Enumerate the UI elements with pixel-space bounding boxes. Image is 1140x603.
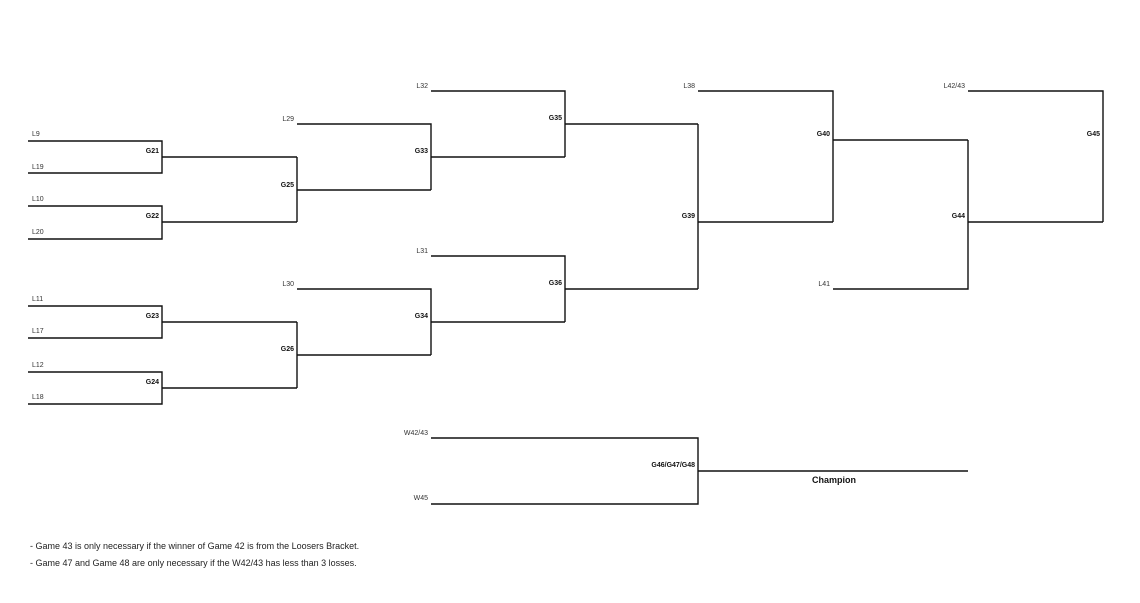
slot-label-l11: L11 (32, 296, 43, 303)
slot-label-l10: L10 (32, 196, 44, 203)
game-label-g26: G26 (281, 346, 294, 353)
game-label-g46-g47-g48: G46/G47/G48 (651, 462, 695, 469)
match-g45-lines (968, 90, 1104, 222)
game-label-g23: G23 (146, 313, 159, 320)
match-g33-lines (297, 123, 565, 190)
game-label-g22: G22 (146, 213, 159, 220)
match-g40-lines (698, 90, 968, 222)
slot-label-l31: L31 (416, 248, 428, 255)
match-final-lines (431, 437, 968, 505)
game-label-g24: G24 (146, 379, 159, 386)
match-g26-lines (296, 322, 431, 388)
slot-label-l38: L38 (683, 83, 695, 90)
match-g44-lines (833, 140, 1103, 290)
match-g35-lines (431, 90, 698, 157)
slot-label-w45: W45 (414, 495, 429, 502)
slot-label-l18: L18 (32, 394, 44, 401)
slot-label-l41: L41 (818, 281, 830, 288)
slot-label-l9: L9 (32, 131, 40, 138)
game-labels: G21 G22 G23 G24 G25 G26 G33 G34 G35 G36 … (146, 115, 1100, 469)
footnotes: - Game 43 is only necessary if the winne… (30, 538, 359, 572)
slot-label-l19: L19 (32, 164, 44, 171)
footnote-game-43: - Game 43 is only necessary if the winne… (30, 541, 360, 551)
bracket-lines (28, 90, 1104, 505)
footnote-games-47-48: - Game 47 and Game 48 are only necessary… (30, 558, 357, 568)
slot-label-w42-43: W42/43 (404, 430, 428, 437)
slot-label-l17: L17 (32, 328, 44, 335)
match-g34-lines (297, 288, 565, 355)
slot-label-l32: L32 (416, 83, 428, 90)
champion-label: Champion (812, 475, 856, 485)
slot-labels: L9 L19 L10 L20 L11 L17 L12 L18 L29 L30 L… (32, 83, 965, 502)
game-label-g25: G25 (281, 182, 294, 189)
slot-label-l29: L29 (282, 116, 294, 123)
match-g36-lines (431, 255, 698, 322)
game-label-g45: G45 (1087, 131, 1100, 138)
match-g22-lines (28, 205, 297, 240)
game-label-g21: G21 (146, 148, 159, 155)
game-label-g40: G40 (817, 131, 830, 138)
slot-label-l12: L12 (32, 362, 44, 369)
game-label-g33: G33 (415, 148, 428, 155)
slot-label-l42-43: L42/43 (944, 83, 966, 90)
game-label-g34: G34 (415, 313, 428, 320)
game-label-g44: G44 (952, 213, 965, 220)
slot-label-l30: L30 (282, 281, 294, 288)
slot-label-l20: L20 (32, 229, 44, 236)
match-g23-lines (28, 305, 297, 339)
match-g39-lines (697, 124, 833, 289)
game-label-g35: G35 (549, 115, 562, 122)
game-label-g36: G36 (549, 280, 562, 287)
match-g21-lines (28, 140, 297, 174)
match-g25-lines (296, 157, 431, 222)
game-label-g39: G39 (682, 213, 695, 220)
match-g24-lines (28, 371, 297, 405)
